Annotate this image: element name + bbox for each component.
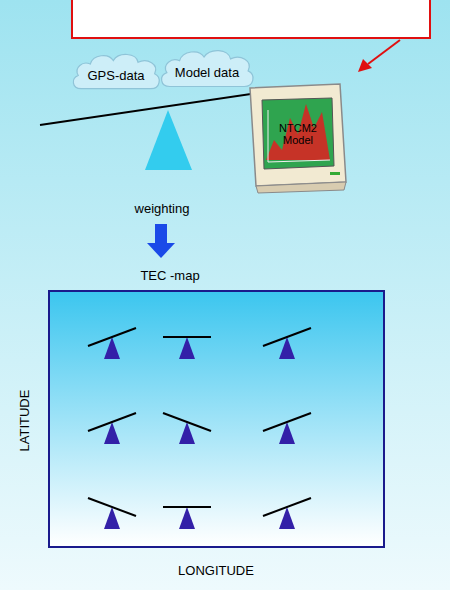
node-text: Model data [175, 65, 239, 80]
blue-arrow-head [147, 243, 175, 258]
red-arrow-head [358, 59, 372, 72]
node-text: GPS-data [87, 68, 144, 83]
monitor-screen: NTCM2 Model [263, 100, 333, 167]
blue-arrow-shaft [155, 224, 167, 244]
tec-map-box: TEC -map [48, 290, 385, 548]
cloud-node: Model data [158, 46, 256, 92]
balance-fulcrum [145, 110, 192, 170]
red-arrow-shaft [368, 40, 400, 64]
cloud-node: GPS-data [70, 50, 162, 94]
map-heading: TEC -map [50, 268, 290, 283]
axis-label: LATITUDE [18, 389, 33, 451]
balance-symbols [50, 292, 383, 546]
node-text: NTCM2 Model [273, 122, 323, 146]
axis-label: LONGITUDE [178, 563, 254, 578]
weighting-label: weighting [135, 201, 190, 216]
red-callout-box [72, 0, 430, 38]
monitor-icon [250, 84, 346, 193]
